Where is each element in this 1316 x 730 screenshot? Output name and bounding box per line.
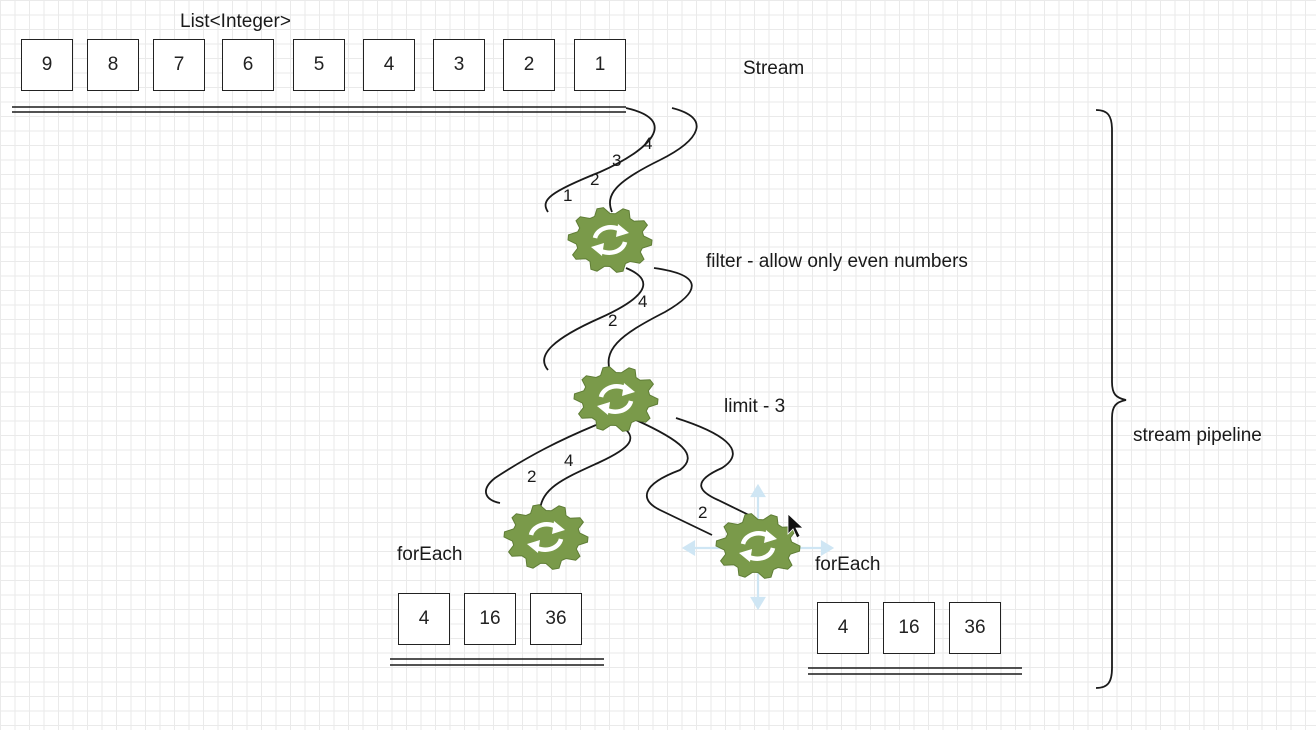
foreach-right-underline	[808, 667, 1022, 675]
result-item: 4	[817, 602, 869, 654]
filter-gear-icon	[567, 207, 653, 273]
list-item: 4	[363, 39, 415, 91]
result-item: 16	[883, 602, 935, 654]
pipeline-label: stream pipeline	[1133, 425, 1262, 446]
limit-right-value: 2	[698, 503, 708, 522]
foreach-left-label: forEach	[397, 544, 463, 565]
filter-output-value: 2	[608, 311, 618, 330]
filter-output-channel	[543, 267, 693, 377]
source-list-title: List<Integer>	[180, 11, 291, 32]
filter-label: filter - allow only even numbers	[706, 251, 968, 272]
filter-output-value: 4	[638, 292, 648, 311]
pipeline-brace	[1095, 109, 1127, 689]
list-item: 3	[433, 39, 485, 91]
stream-label: Stream	[743, 58, 805, 79]
list-item: 7	[153, 39, 205, 91]
list-item: 9	[21, 39, 73, 91]
list-item: 8	[87, 39, 139, 91]
result-item: 16	[464, 593, 516, 645]
result-item: 36	[530, 593, 582, 645]
limit-right-channel	[635, 417, 756, 536]
limit-left-channel	[485, 424, 632, 513]
stream-value: 3	[612, 151, 622, 170]
stream-value: 1	[563, 186, 573, 205]
limit-left-value: 4	[564, 451, 574, 470]
list-item: 2	[503, 39, 555, 91]
result-item: 4	[398, 593, 450, 645]
list-item: 6	[222, 39, 274, 91]
result-item: 36	[949, 602, 1001, 654]
list-item: 1	[574, 39, 626, 91]
stream-value: 2	[590, 170, 600, 189]
list-item: 5	[293, 39, 345, 91]
stream-value: 4	[643, 134, 653, 153]
foreach-left-gear-icon	[503, 504, 589, 570]
limit-gear-icon	[573, 366, 659, 432]
foreach-right-gear-icon[interactable]	[715, 513, 801, 579]
cursor-icon	[787, 513, 805, 539]
source-list-underline	[12, 106, 626, 113]
limit-left-value: 2	[527, 467, 537, 486]
stream-channel	[544, 107, 698, 213]
foreach-right-label: forEach	[815, 554, 881, 575]
limit-label: limit - 3	[724, 396, 786, 417]
foreach-left-underline	[390, 658, 604, 666]
